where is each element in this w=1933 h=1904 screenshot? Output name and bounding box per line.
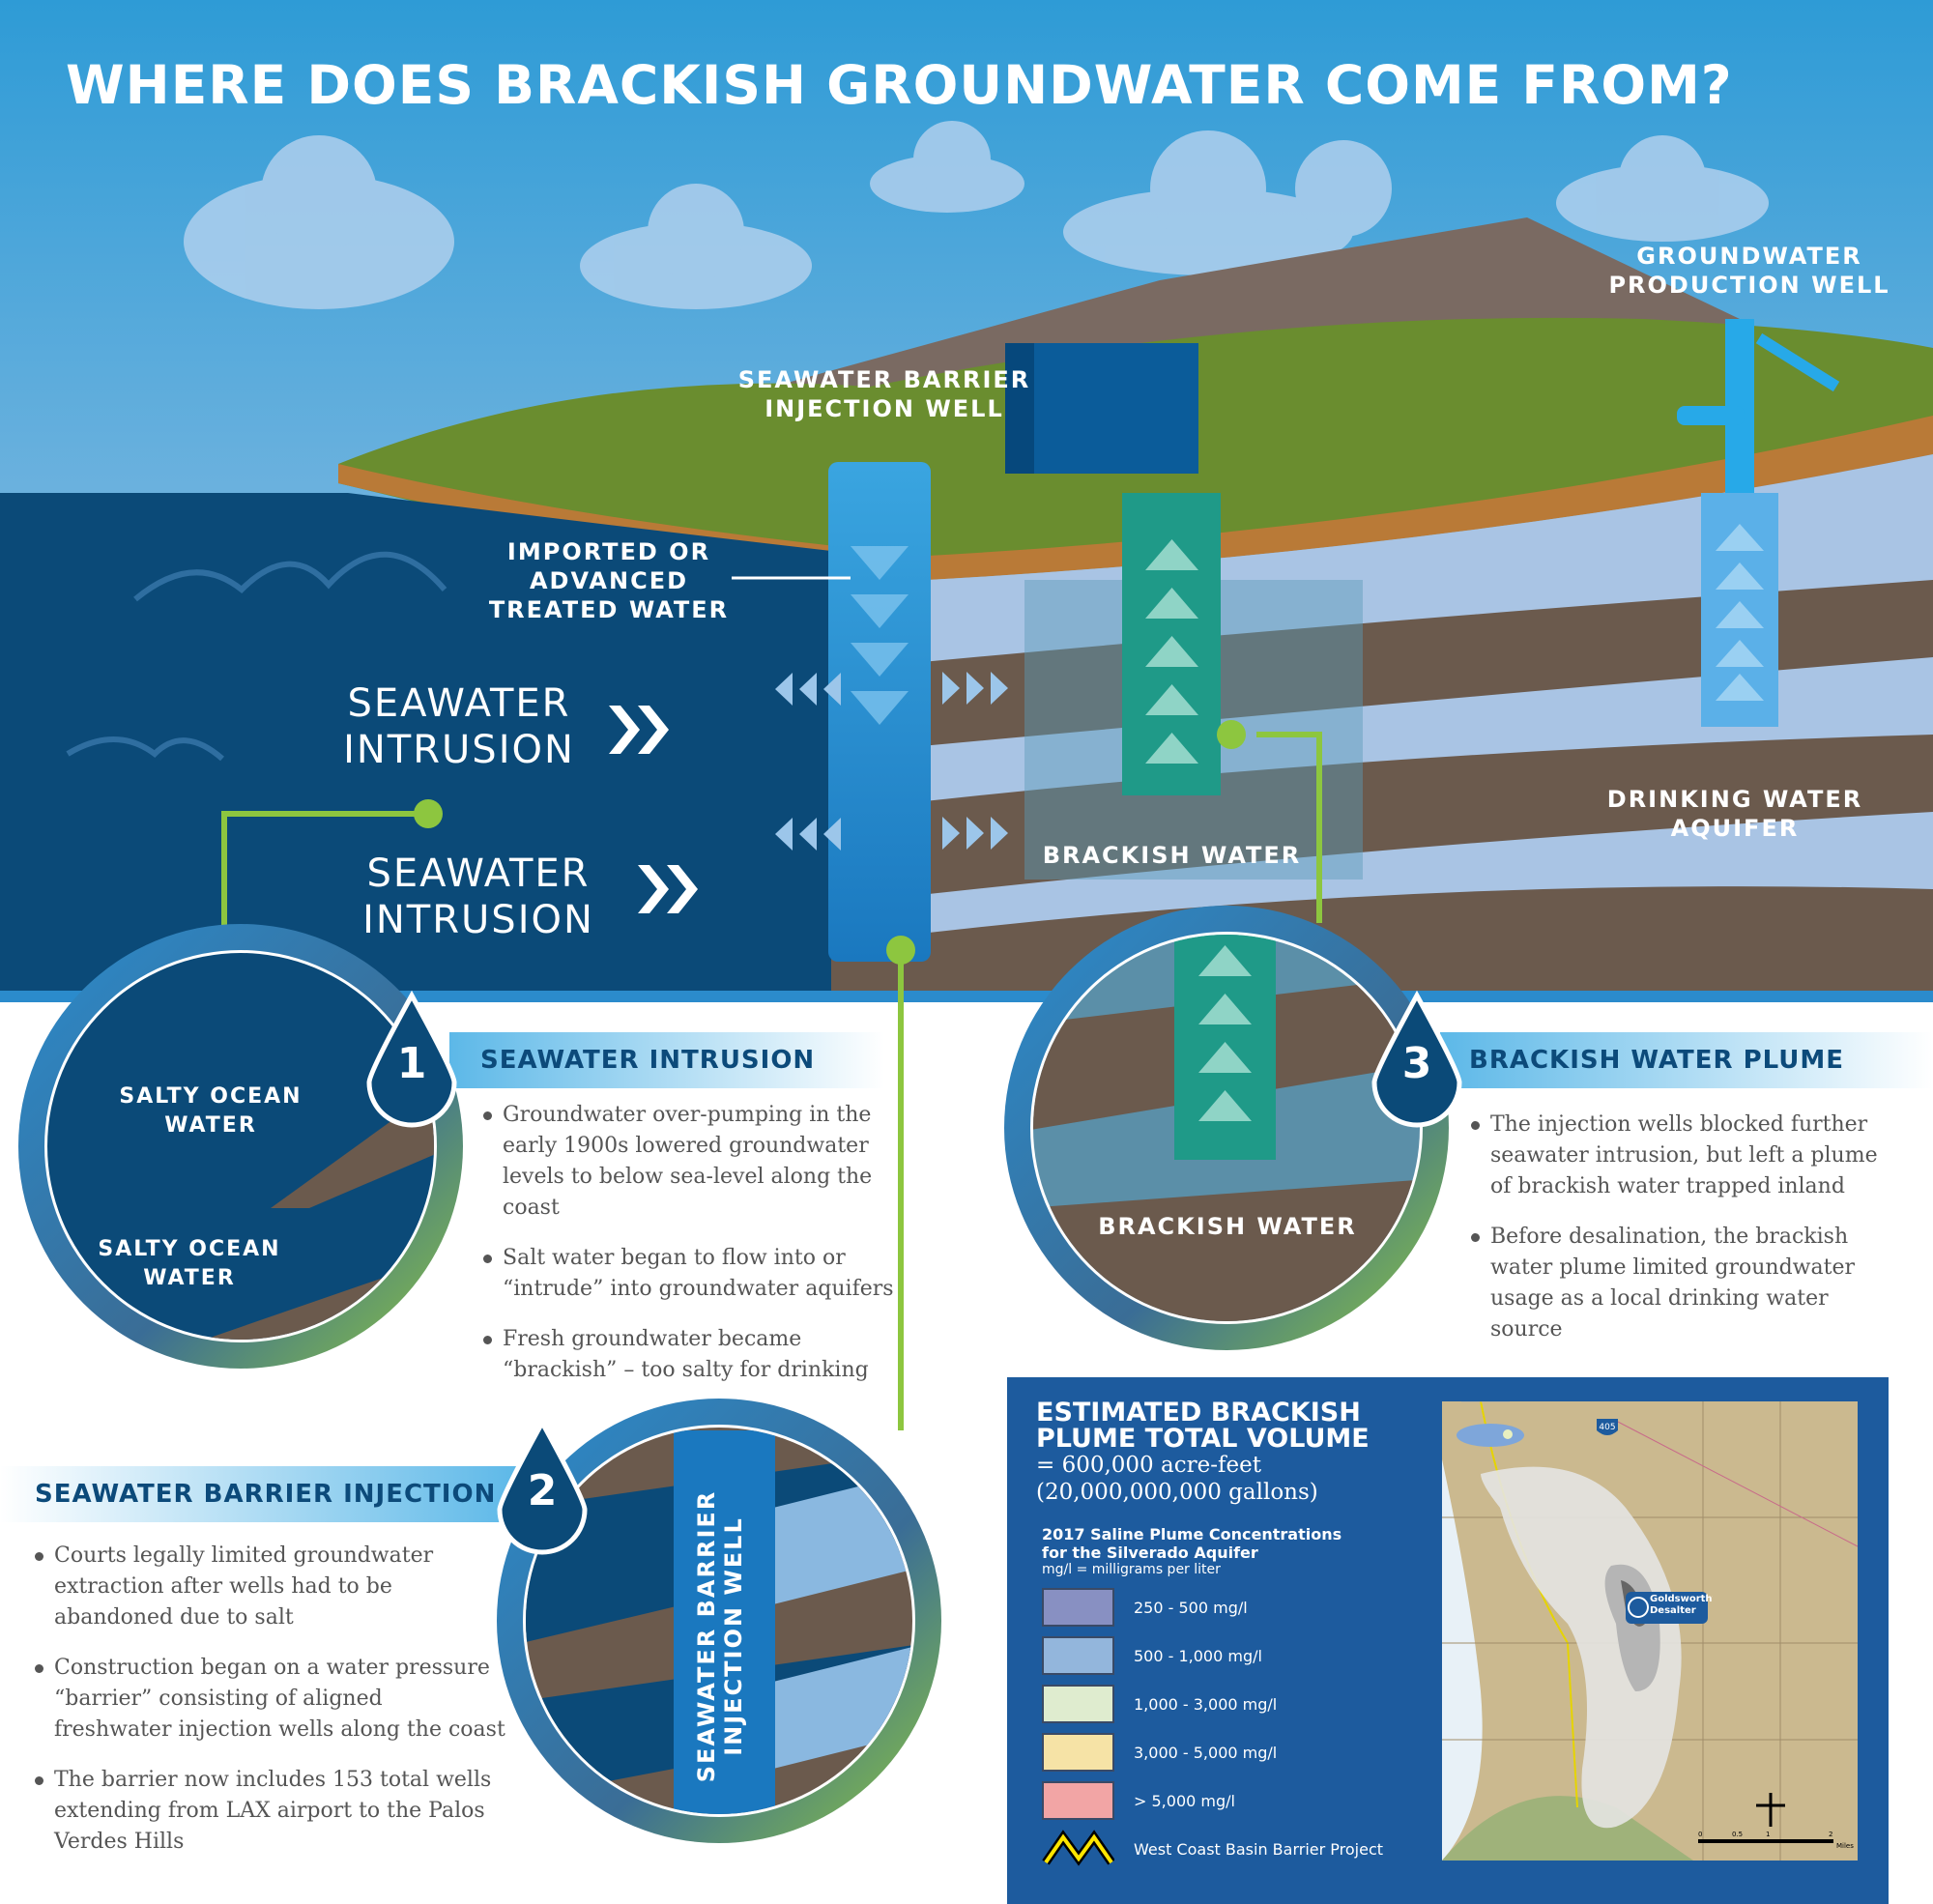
legend-swatch	[1042, 1685, 1114, 1723]
injection-well-label: SEAWATER BARRIER INJECTION WELL	[737, 366, 1031, 422]
section3-heading: BRACKISH WATER PLUME	[1469, 1046, 1845, 1075]
brackish-water-label: BRACKISH WATER	[1042, 842, 1302, 869]
legend-swatch	[1042, 1781, 1114, 1820]
legend-label: 250 - 500 mg/l	[1134, 1598, 1248, 1617]
step-1-number: 1	[396, 1039, 427, 1088]
svg-text:0: 0	[1698, 1831, 1702, 1838]
step-3-number: 3	[1401, 1039, 1432, 1088]
barrier-zigzag-icon	[1042, 1830, 1114, 1866]
legend-note: mg/l = milligrams per liter	[1042, 1562, 1221, 1577]
legend-title: 2017 Saline Plume Concentrations for the…	[1042, 1525, 1342, 1562]
waves	[66, 551, 447, 762]
svg-text:1: 1	[1766, 1831, 1770, 1838]
legend-label: 1,000 - 3,000 mg/l	[1134, 1694, 1278, 1714]
imported-water-label: IMPORTED OR ADVANCED TREATED WATER	[488, 538, 730, 623]
bullet: Salt water began to flow into or “intrud…	[481, 1243, 897, 1305]
highway-405-shield: 405	[1597, 1419, 1618, 1435]
legend-swatch	[1042, 1588, 1114, 1627]
seawater-intrusion-label-2: SEAWATER INTRUSION	[362, 851, 594, 942]
section3-bullets: The injection wells blocked further seaw…	[1469, 1110, 1894, 1365]
page-title: WHERE DOES BRACKISH GROUNDWATER COME FRO…	[66, 54, 1733, 116]
bullet: The injection wells blocked further seaw…	[1469, 1110, 1894, 1202]
legend-item: 250 - 500 mg/l	[1042, 1583, 1403, 1631]
panel-title: ESTIMATED BRACKISH PLUME TOTAL VOLUME	[1036, 1398, 1370, 1454]
legend-swatch	[1042, 1733, 1114, 1772]
section2-bullets: Courts legally limited groundwater extra…	[33, 1541, 506, 1877]
desalter-label: Goldsworthy Desalter	[1650, 1594, 1713, 1616]
legend-item: > 5,000 mg/l	[1042, 1776, 1403, 1825]
step-2-number: 2	[527, 1466, 558, 1515]
plume-volume-panel: ESTIMATED BRACKISH PLUME TOTAL VOLUME = …	[1007, 1377, 1889, 1904]
north-arrow	[1756, 1793, 1785, 1827]
legend: 250 - 500 mg/l 500 - 1,000 mg/l 1,000 - 3,…	[1042, 1583, 1403, 1825]
circle3-label: BRACKISH WATER	[1098, 1213, 1357, 1240]
flow-arrows	[609, 706, 698, 913]
legend-item: 1,000 - 3,000 mg/l	[1042, 1680, 1403, 1728]
bullet: Courts legally limited groundwater extra…	[33, 1541, 506, 1633]
svg-text:2: 2	[1829, 1831, 1832, 1838]
production-well-label: GROUNDWATER PRODUCTION WELL	[1608, 243, 1890, 299]
drinking-water-aquifer-label: DRINKING WATER AQUIFER	[1606, 786, 1863, 842]
legend-item: 500 - 1,000 mg/l	[1042, 1631, 1403, 1680]
legend-swatch	[1042, 1636, 1114, 1675]
svg-text:405: 405	[1599, 1423, 1615, 1432]
section1-heading: SEAWATER INTRUSION	[480, 1046, 816, 1075]
volume-acre-feet: = 600,000 acre-feet	[1036, 1453, 1261, 1478]
bullet: Before desalination, the brackish water …	[1469, 1222, 1894, 1345]
legend-label: 500 - 1,000 mg/l	[1134, 1646, 1262, 1665]
legend-label: > 5,000 mg/l	[1134, 1791, 1235, 1810]
legend-label: 3,000 - 5,000 mg/l	[1134, 1743, 1278, 1762]
svg-text:0.5: 0.5	[1732, 1831, 1743, 1838]
legend-item: 3,000 - 5,000 mg/l	[1042, 1728, 1403, 1776]
connector-lines	[221, 732, 1322, 1430]
clouds	[184, 121, 1769, 309]
number-drops	[366, 990, 1462, 1555]
bullet: The barrier now includes 153 total wells…	[33, 1765, 506, 1858]
section2-heading: SEAWATER BARRIER INJECTION	[35, 1480, 497, 1509]
circle1-label-2: SALTY OCEAN WATER	[98, 1237, 281, 1290]
circle1-label-1: SALTY OCEAN WATER	[119, 1084, 303, 1138]
bullet: Construction began on a water pressure “…	[33, 1653, 506, 1745]
bullet: Groundwater over-pumping in the early 19…	[481, 1100, 897, 1224]
volume-gallons: (20,000,000,000 gallons)	[1036, 1480, 1318, 1505]
section1-bullets: Groundwater over-pumping in the early 19…	[481, 1100, 897, 1405]
seawater-intrusion-label-1: SEAWATER INTRUSION	[343, 681, 575, 772]
legend-item-barrier: West Coast Basin Barrier Project	[1042, 1825, 1403, 1873]
svg-text:Miles: Miles	[1836, 1842, 1854, 1850]
bullet: Fresh groundwater became “brackish” – to…	[481, 1324, 897, 1386]
desalter-icon	[1628, 1597, 1649, 1618]
circle2-label: SEAWATER BARRIER INJECTION WELL	[693, 1489, 747, 1783]
